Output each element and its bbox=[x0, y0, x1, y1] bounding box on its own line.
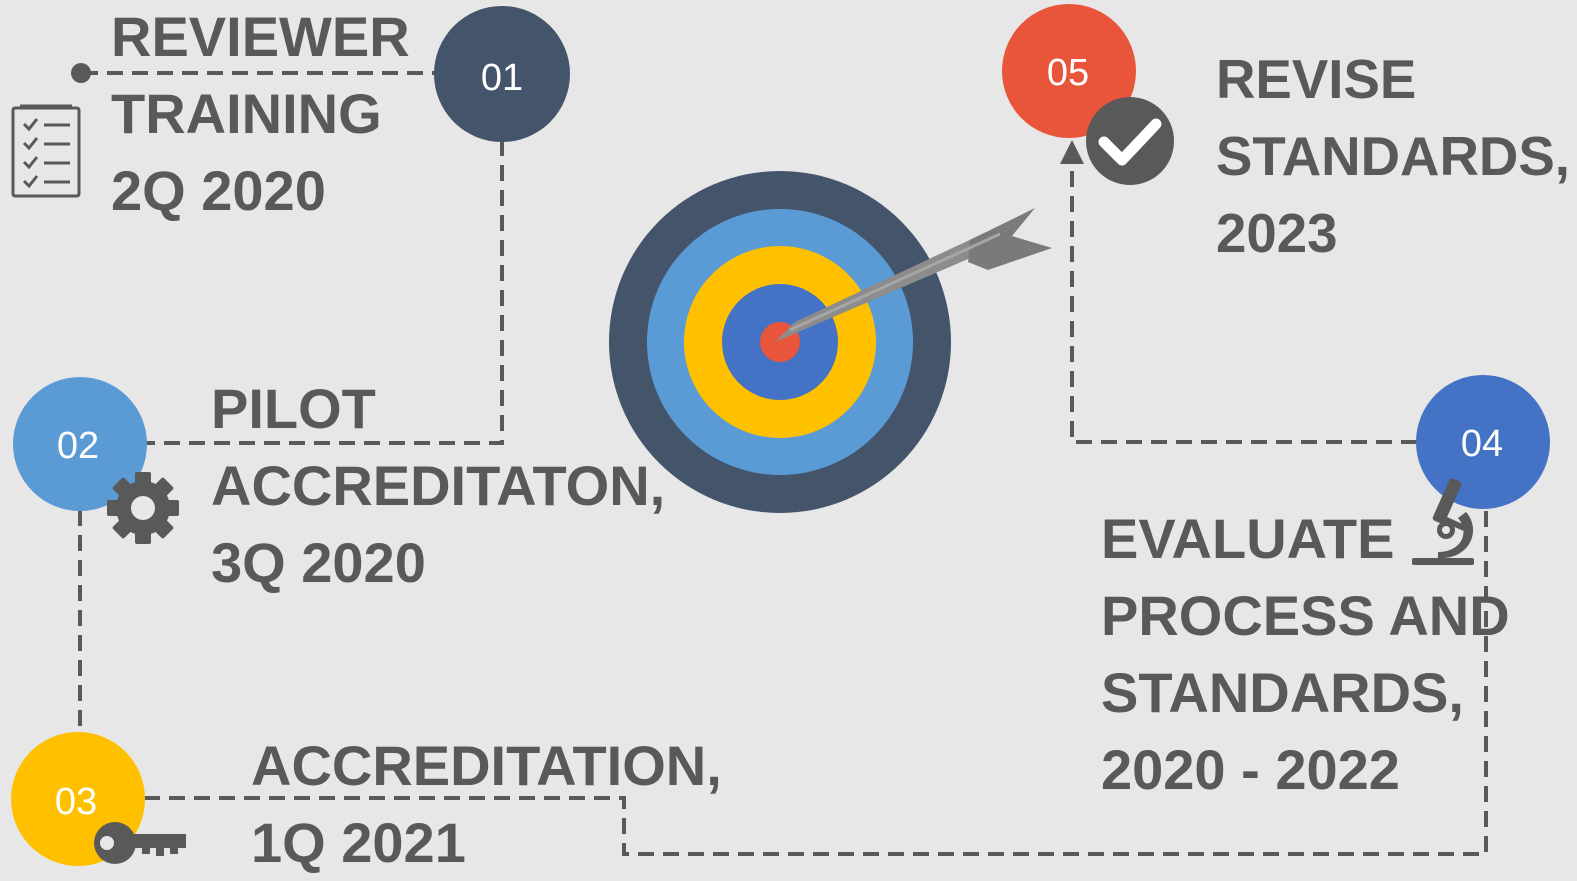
step-label-04: EVALUATE PROCESS AND STANDARDS, 2020 - 2… bbox=[1101, 500, 1510, 808]
step-circle-04: 04 bbox=[1416, 375, 1550, 509]
step-number-02: 02 bbox=[57, 425, 99, 467]
step-label-02: PILOT ACCREDITATON, 3Q 2020 bbox=[211, 370, 665, 601]
step-label-05: REVISE STANDARDS, 2023 bbox=[1216, 41, 1570, 272]
connector-04-to-05 bbox=[1060, 140, 1417, 444]
step-label-01: REVIEWER TRAINING 2Q 2020 bbox=[111, 0, 410, 229]
step-label-02-line-2: ACCREDITATON, bbox=[211, 454, 666, 517]
step-label-01-line-2: TRAINING bbox=[111, 82, 382, 145]
step-label-04-line-1: EVALUATE bbox=[1101, 507, 1395, 570]
step-number-03: 03 bbox=[55, 781, 97, 823]
step-label-01-line-3: 2Q 2020 bbox=[111, 159, 326, 222]
step-label-01-line-1: REVIEWER bbox=[111, 5, 410, 68]
step-label-05-line-2: STANDARDS, bbox=[1216, 126, 1570, 187]
step-label-04-line-2: PROCESS AND bbox=[1101, 584, 1510, 647]
step-label-03-line-1: ACCREDITATION, bbox=[251, 734, 722, 797]
step-label-03: ACCREDITATION, 1Q 2021 bbox=[251, 727, 722, 881]
step-circle-01: 01 bbox=[434, 6, 570, 142]
step-label-03-line-2: 1Q 2021 bbox=[251, 811, 466, 874]
target-rings bbox=[609, 171, 951, 513]
step-number-01: 01 bbox=[481, 57, 523, 99]
arrow bbox=[775, 208, 1052, 342]
step-circle-02: 02 bbox=[13, 377, 147, 511]
start-dot bbox=[71, 63, 91, 83]
connector-01-to-02 bbox=[146, 140, 504, 445]
gear-icon bbox=[107, 472, 179, 544]
step-label-04-line-3: STANDARDS, bbox=[1101, 661, 1464, 724]
step-label-05-line-1: REVISE bbox=[1216, 49, 1417, 110]
checkmark-circle-icon bbox=[1086, 97, 1174, 185]
step-number-04: 04 bbox=[1461, 423, 1503, 465]
checklist-icon bbox=[11, 104, 81, 198]
connector-lines bbox=[78, 71, 1488, 856]
step-label-02-line-3: 3Q 2020 bbox=[211, 531, 426, 594]
microscope-icon bbox=[1412, 478, 1474, 565]
step-circle-05: 05 bbox=[1002, 4, 1136, 138]
step-number-05: 05 bbox=[1047, 52, 1089, 94]
target-with-arrow-icon bbox=[609, 171, 1052, 513]
step-label-04-line-4: 2020 - 2022 bbox=[1101, 738, 1400, 801]
step-label-05-line-3: 2023 bbox=[1216, 203, 1338, 264]
connector-03-to-04 bbox=[144, 508, 1488, 856]
step-label-02-line-1: PILOT bbox=[211, 377, 376, 440]
key-icon bbox=[94, 822, 186, 864]
